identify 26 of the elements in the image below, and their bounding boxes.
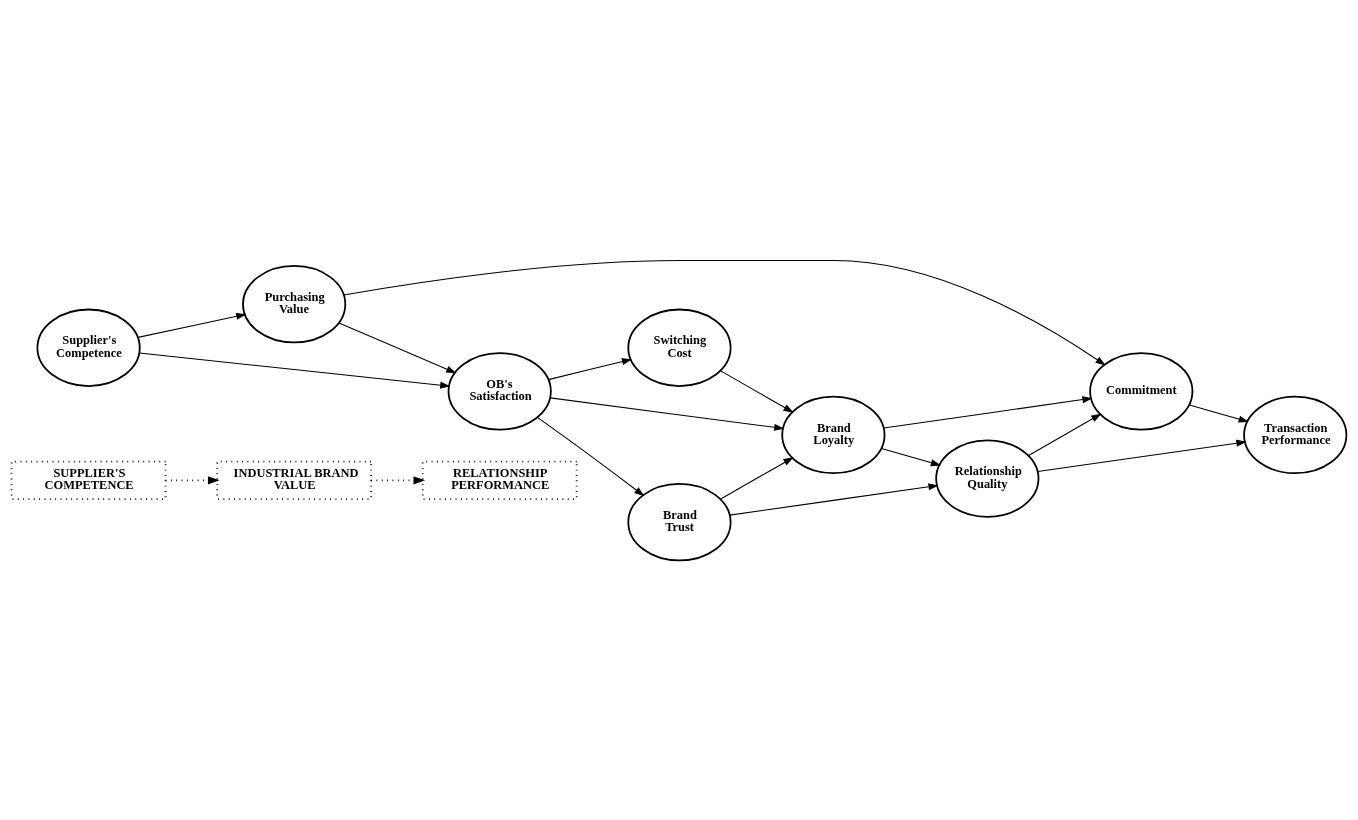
arrow bbox=[549, 396, 785, 431]
arrow bbox=[370, 475, 426, 484]
arrow bbox=[729, 482, 939, 516]
node-box: INDUSTRIAL BRAND VALUE bbox=[216, 460, 372, 500]
arrow bbox=[883, 395, 1093, 428]
arrow bbox=[343, 259, 1106, 365]
arrow bbox=[536, 416, 645, 496]
node-ellipse: Relationship Quality bbox=[935, 438, 1040, 518]
arrow bbox=[138, 352, 451, 389]
arrow bbox=[1028, 413, 1102, 456]
arrow bbox=[1037, 439, 1247, 472]
node-ellipse: Supplier's Competence bbox=[36, 308, 141, 387]
arrow bbox=[1188, 403, 1249, 423]
node-box: RELATIONSHIP PERFORMANCE bbox=[421, 460, 578, 500]
arrow bbox=[720, 369, 794, 413]
node-ellipse: Purchasing Value bbox=[242, 264, 347, 343]
arrow bbox=[338, 321, 457, 373]
node-ellipse: Transaction Performance bbox=[1243, 395, 1348, 474]
arrow bbox=[164, 475, 220, 484]
node-ellipse: Brand Trust bbox=[627, 482, 732, 561]
arrow bbox=[547, 357, 633, 380]
node-box: SUPPLIER'S COMPETENCE bbox=[10, 460, 167, 500]
arrow bbox=[137, 312, 247, 338]
arrow bbox=[720, 456, 794, 500]
node-ellipse: Switching Cost bbox=[627, 308, 732, 387]
arrow bbox=[881, 447, 941, 466]
